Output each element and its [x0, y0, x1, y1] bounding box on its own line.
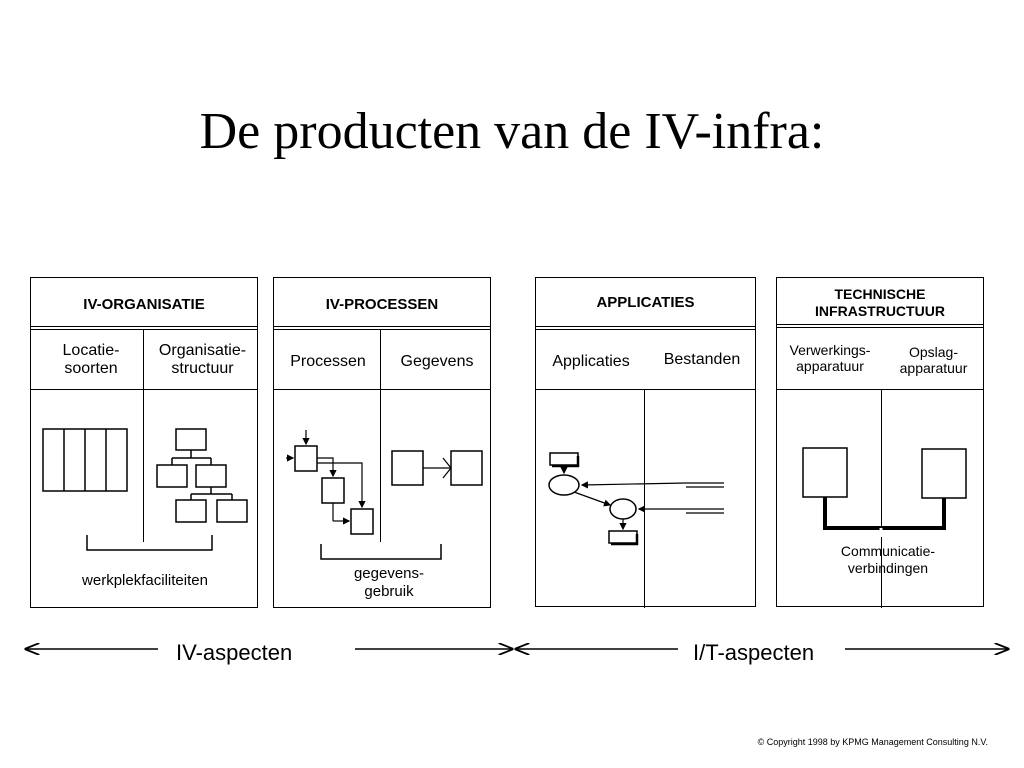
iv-organisatie-box: IV-ORGANISATIE Locatie- soorten Organisa… [30, 277, 258, 608]
opslagapparatuur-label: Opslag- apparatuur [899, 344, 968, 376]
processen-diagram [286, 430, 483, 560]
communicatie-diagram [802, 447, 967, 537]
locatiesoorten-label: Locatie- soorten [62, 342, 120, 377]
header-divider [31, 329, 257, 330]
iv-processen-box: IV-PROCESSEN Processen Gegevens gegevens… [273, 277, 491, 608]
organisatiestructuur-label: Organisatie- structuur [158, 342, 247, 377]
column-divider [881, 389, 882, 608]
page-title: De producten van de IV-infra: [199, 103, 825, 160]
technische-infrastructuur-header: TECHNISCHE INFRASTRUCTUUR [815, 286, 945, 319]
iv-processen-header: IV-PROCESSEN [325, 296, 439, 313]
header-divider [274, 326, 490, 327]
iv-aspecten-label: IV-aspecten [176, 640, 293, 665]
header-divider [536, 329, 755, 330]
gegevensgebruik-label: gegevens- gebruik [353, 565, 425, 600]
column-divider [143, 330, 144, 542]
communicatieverbindingen-label: Communicatie- verbindingen [840, 543, 936, 576]
header-divider [777, 327, 983, 328]
applicaties-diagram [548, 452, 724, 546]
column-header-divider [274, 389, 490, 390]
verwerkingsapparatuur-label: Verwerkings- apparatuur [789, 342, 871, 374]
column-header-divider [31, 389, 257, 390]
header-divider [274, 329, 490, 330]
applicaties-label: Applicaties [552, 353, 630, 370]
header-divider [777, 324, 983, 325]
processen-label: Processen [290, 353, 366, 370]
applicaties-box: APPLICATIES Applicaties Bestanden [535, 277, 756, 608]
locatiesoorten-diagram [42, 428, 248, 551]
applicaties-header: APPLICATIES [596, 294, 695, 311]
column-divider [380, 330, 381, 542]
copyright-notice: © Copyright 1998 by KPMG Management Cons… [757, 737, 988, 747]
header-divider [536, 326, 755, 327]
technische-infrastructuur-box: TECHNISCHE INFRASTRUCTUUR Verwerkings- a… [776, 277, 984, 608]
column-header-divider [777, 389, 983, 390]
it-aspecten-label: I/T-aspecten [693, 640, 815, 665]
iv-organisatie-header: IV-ORGANISATIE [83, 296, 205, 313]
column-divider [644, 389, 645, 608]
gegevens-label: Gegevens [400, 353, 474, 370]
header-divider [31, 326, 257, 327]
bestanden-label: Bestanden [663, 351, 741, 368]
werkplekfaciliteiten-label: werkplekfaciliteiten [82, 572, 208, 589]
column-header-divider [536, 389, 755, 390]
